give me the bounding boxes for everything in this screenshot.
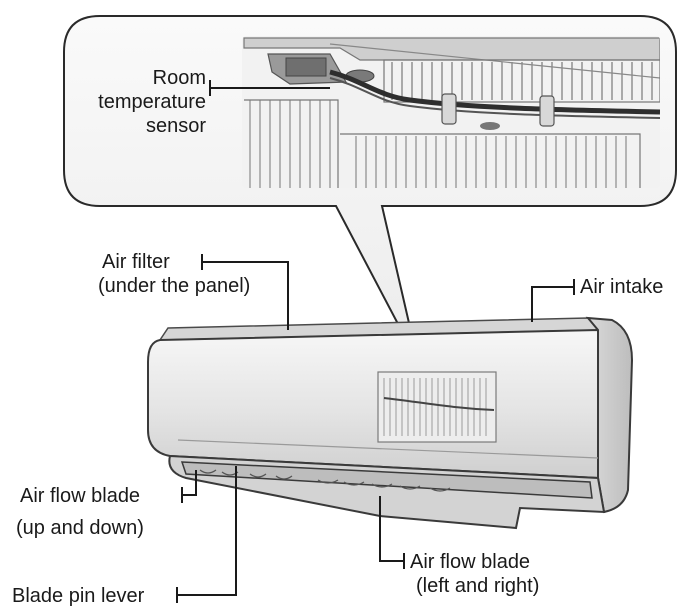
label-blade-pin-lever: Blade pin lever: [12, 585, 145, 607]
leader-airflow-updown: [181, 470, 197, 503]
label-airflow-leftright-line-1: Air flow blade: [410, 551, 531, 573]
sensor-zoom-detail: [242, 36, 660, 188]
label-airflow-leftright-line-2: (left and right): [416, 575, 540, 597]
label-room-line-3: sensor: [145, 115, 206, 137]
label-airflow-leftright: Air flow blade (left and right): [410, 550, 539, 598]
label-room-temperature-sensor: Room temperature sensor: [84, 66, 206, 138]
label-room-line-2: temperature: [98, 91, 206, 113]
label-airflow-updown-line-2: (up and down): [16, 517, 144, 539]
label-room-line-1: Room: [152, 67, 206, 89]
leader-blade-pin: [176, 466, 237, 603]
leader-air-filter: [201, 254, 289, 330]
label-airflow-updown: Air flow blade (up and down): [16, 484, 144, 540]
leader-room-sensor: [209, 80, 330, 96]
label-airflow-updown-line-1: Air flow blade: [20, 485, 141, 507]
leader-air-intake: [531, 279, 575, 322]
leader-airflow-leftright: [379, 496, 405, 569]
indoor-unit: [147, 316, 634, 530]
label-air-filter-line-2: (under the panel): [98, 275, 251, 297]
label-air-intake: Air intake: [580, 276, 664, 298]
label-air-filter-line-1: Air filter: [102, 251, 170, 273]
label-air-filter: Air filter (under the panel): [98, 250, 250, 298]
leader-lines: [176, 80, 575, 603]
